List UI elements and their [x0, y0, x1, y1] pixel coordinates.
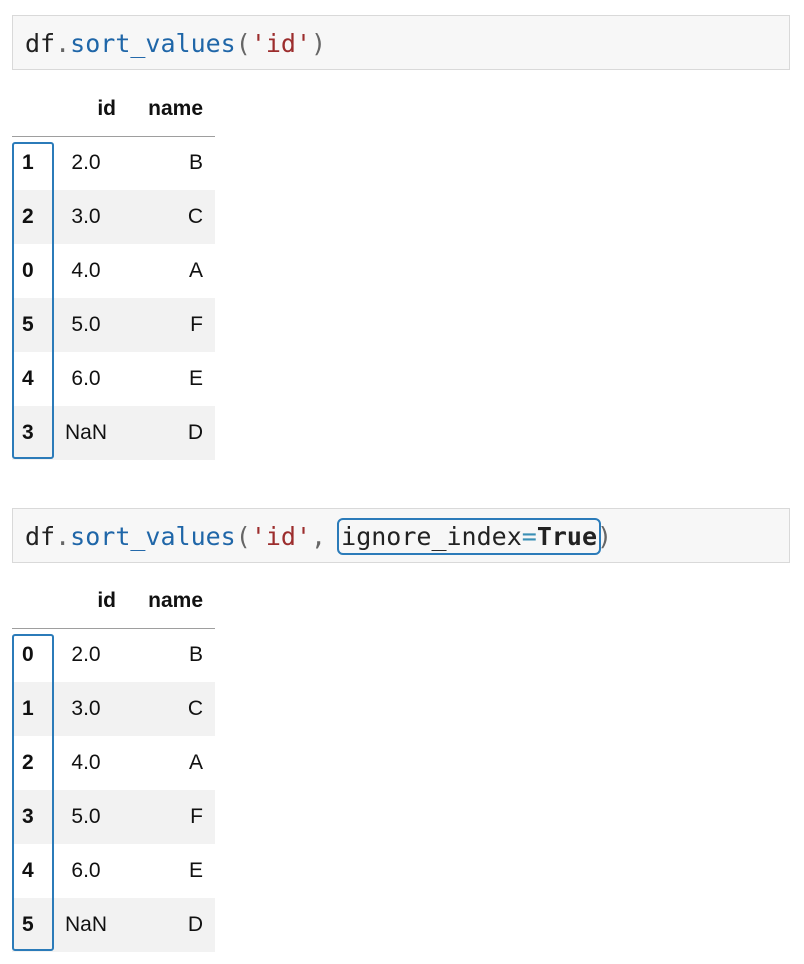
cell-id: 4.0 — [71, 751, 101, 774]
code-token-function: sort_values — [70, 522, 236, 551]
code-cell-sort-values[interactable]: df.sort_values('id') — [12, 15, 790, 70]
dataframe-output-table: id name 0 2.0 B 1 3.0 C 2 4.0 A 3 5.0 F … — [12, 574, 215, 952]
code-token-variable: df — [25, 522, 56, 551]
cell-id: 5.0 — [71, 313, 101, 336]
cell-name: E — [188, 367, 203, 390]
cell-id: 4.0 — [71, 259, 101, 282]
table-row: 5 NaN D — [12, 898, 215, 952]
code-token-variable: df — [25, 29, 56, 58]
code-token-equals: = — [521, 522, 537, 551]
table-row: 1 2.0 B — [12, 136, 215, 190]
table-row: 3 NaN D — [12, 406, 215, 460]
table-row: 0 4.0 A — [12, 244, 215, 298]
code-token-function: sort_values — [70, 29, 236, 58]
code-token-paren-close: ) — [597, 522, 613, 551]
cell-name: E — [188, 859, 203, 882]
code-token-dot: . — [55, 522, 71, 551]
cell-id: 5.0 — [71, 805, 101, 828]
cell-name: A — [188, 259, 203, 282]
code-token-kwarg-value: True — [536, 522, 598, 551]
table-row: 2 3.0 C — [12, 190, 215, 244]
cell-id: 3.0 — [71, 697, 101, 720]
cell-name: C — [187, 697, 203, 720]
cell-id: 2.0 — [71, 151, 101, 175]
cell-name: D — [187, 421, 203, 444]
code-token-string-arg: 'id' — [250, 29, 312, 58]
row-index: 1 — [22, 697, 34, 720]
table-row: 4 6.0 E — [12, 844, 215, 898]
table-row: 4 6.0 E — [12, 352, 215, 406]
code-token-dot: . — [55, 29, 71, 58]
row-index: 0 — [22, 259, 34, 282]
row-index: 4 — [22, 859, 34, 882]
column-header-id: id — [56, 82, 116, 137]
table-row: 5 5.0 F — [12, 298, 215, 352]
table-header-row: id name — [12, 82, 215, 137]
row-index: 2 — [22, 751, 34, 774]
row-index: 5 — [22, 313, 34, 336]
cell-id: NaN — [64, 421, 107, 444]
cell-name: B — [188, 151, 203, 175]
code-token-paren-close: ) — [311, 29, 327, 58]
column-header-name: name — [116, 82, 215, 137]
cell-id: 6.0 — [71, 859, 101, 882]
cell-id: 3.0 — [71, 205, 101, 228]
index-header — [12, 574, 56, 629]
code-token-paren-open: ( — [235, 29, 251, 58]
cell-id: NaN — [64, 913, 107, 936]
row-index: 5 — [22, 913, 34, 936]
code-cell-sort-values-ignore-index[interactable]: df.sort_values('id', ignore_index=True) — [12, 508, 790, 563]
cell-id: 6.0 — [71, 367, 101, 390]
cell-name: F — [190, 805, 203, 828]
cell-name: A — [188, 751, 203, 774]
kwarg-highlight-box: ignore_index=True — [337, 518, 602, 555]
row-index: 3 — [22, 805, 34, 828]
cell-id: 2.0 — [71, 643, 101, 667]
row-index: 2 — [22, 205, 34, 228]
table-row: 3 5.0 F — [12, 790, 215, 844]
table-row: 0 2.0 B — [12, 628, 215, 682]
cell-name: D — [187, 913, 203, 936]
row-index: 0 — [22, 643, 34, 667]
code-token-string-arg: 'id' — [250, 522, 312, 551]
dataframe-output-table: id name 1 2.0 B 2 3.0 C 0 4.0 A 5 5.0 F … — [12, 82, 215, 460]
table-row: 2 4.0 A — [12, 736, 215, 790]
code-token-paren-open: ( — [235, 522, 251, 551]
cell-name: C — [187, 205, 203, 228]
row-index: 3 — [22, 421, 34, 444]
index-header — [12, 82, 56, 137]
cell-name: F — [190, 313, 203, 336]
code-token-comma: , — [311, 522, 342, 551]
column-header-id: id — [56, 574, 116, 629]
code-token-kwarg-name: ignore_index — [341, 522, 522, 551]
table-header-row: id name — [12, 574, 215, 629]
row-index: 4 — [22, 367, 34, 390]
table-row: 1 3.0 C — [12, 682, 215, 736]
row-index: 1 — [22, 151, 34, 175]
cell-name: B — [188, 643, 203, 667]
column-header-name: name — [116, 574, 215, 629]
